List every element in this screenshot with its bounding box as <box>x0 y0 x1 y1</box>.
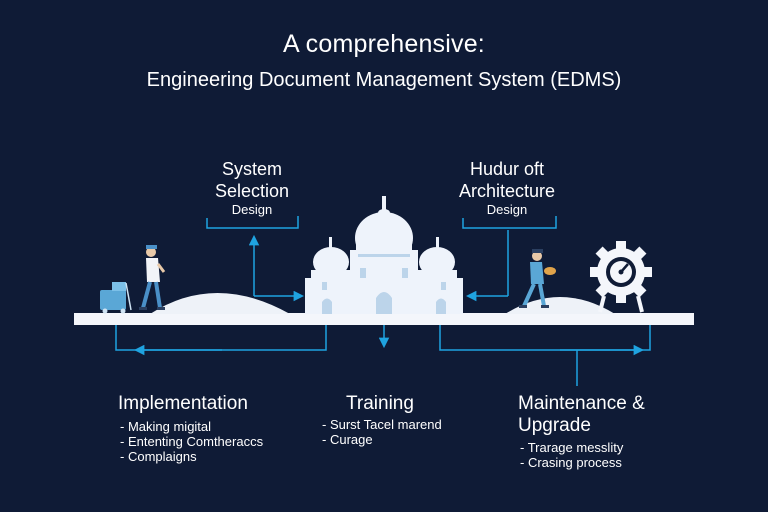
list-item: Curage <box>322 432 442 447</box>
phase-implementation-title: Implementation <box>118 393 248 414</box>
page-title: A comprehensive: <box>283 30 485 58</box>
phase-maintenance-line2: Upgrade <box>518 415 591 436</box>
list-item: Crasing process <box>520 455 623 470</box>
list-item: Trarage messlity <box>520 440 624 455</box>
phase-maintenance-title: Maintenance & Upgrade <box>518 393 645 437</box>
engineer-with-box-icon <box>519 249 556 308</box>
phase-maintenance-list: Trarage messlity Crasing process <box>520 440 624 470</box>
phase-training-title: Training <box>346 393 414 414</box>
node-system-selection-title: System Selection <box>192 158 312 202</box>
node-system-selection-sub: Design <box>231 202 273 217</box>
node-architecture-sub: Design <box>486 202 528 217</box>
connector-bottom <box>115 325 651 386</box>
hill-right <box>505 297 615 314</box>
node-architecture-line2: Architecture <box>458 181 556 201</box>
node-system-selection-line1: System <box>221 159 282 179</box>
list-item: Making migital <box>120 419 263 434</box>
node-system-selection-line2: Selection <box>214 181 290 201</box>
phase-training-list: Surst Tacel marend Curage <box>322 417 442 447</box>
phase-maintenance-line1: Maintenance & <box>518 393 645 414</box>
list-item: Surst Tacel marend <box>322 417 442 432</box>
gear-gauge-icon <box>590 241 652 313</box>
page-subtitle: Engineering Document Management System (… <box>146 69 622 91</box>
list-item: Ententing Comtheraccs <box>120 434 263 449</box>
connector-architecture <box>462 216 557 302</box>
hill-left <box>150 293 290 314</box>
ground-platform <box>74 313 694 325</box>
phase-implementation-list: Making migital Ententing Comtheraccs Com… <box>120 419 263 464</box>
luggage-cart-icon <box>100 282 132 314</box>
connector-system-selection <box>206 216 305 302</box>
mosque-building-icon <box>305 196 463 314</box>
list-item: Complaigns <box>120 449 263 464</box>
node-architecture-title: Hudur oft Architecture <box>442 158 572 202</box>
node-architecture-line1: Hudur oft <box>469 159 545 179</box>
walking-engineer-icon <box>139 245 166 310</box>
